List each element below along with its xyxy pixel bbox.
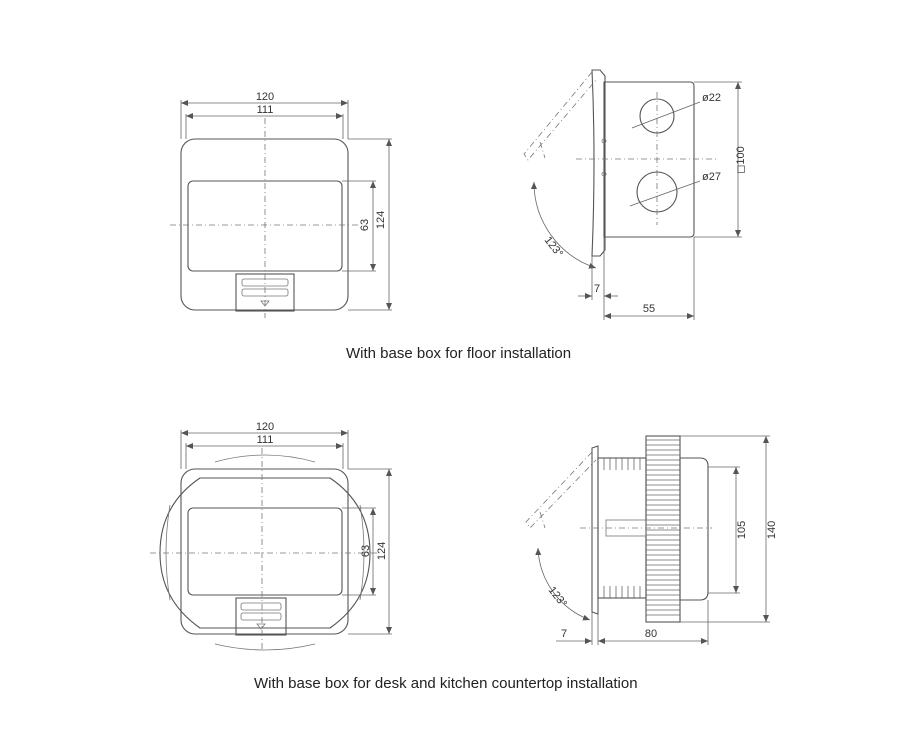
desk-side-dim-140: 140 [766,521,778,539]
floor-side-dim-55: 55 [643,303,655,315]
floor-side-flange [591,69,606,257]
desk-side-dim-105: 105 [736,521,748,539]
desk-front-view: 120 111 63 124 [150,421,392,651]
desk-side-view: 123° 105 140 7 80 [525,435,778,645]
floor-front-housing [180,138,349,311]
desk-side-dim-80: 80 [645,628,657,640]
caption-desk-installation: With base box for desk and kitchen count… [254,675,638,692]
desk-front-latch [235,597,287,636]
desk-front-dim-120: 120 [256,421,274,433]
floor-side-box [603,81,695,238]
floor-front-view: 120 111 63 124 [170,91,392,318]
floor-side-dim-d27: ø27 [702,171,721,183]
desk-side-dim-7: 7 [561,628,567,640]
floor-side-dim-7: 7 [594,283,600,295]
desk-front-dim-124: 124 [376,542,388,560]
floor-front-dim-120: 120 [256,91,274,103]
desk-front-dim-111: 111 [257,434,274,446]
desk-front-dim-63: 63 [360,545,372,557]
floor-side-dim-100: ◻100 [735,146,747,173]
desk-front-ring [159,477,371,629]
floor-front-dim-124: 124 [375,211,387,229]
caption-floor-installation: With base box for floor installation [346,345,572,362]
floor-side-dim-d22: ø22 [702,92,721,104]
desk-front-lid-window [187,507,343,596]
desk-front-arrow-icon [256,623,266,630]
desk-front-housing [180,468,349,635]
desk-side-threaded-ring [645,435,681,623]
floor-front-dim-111: 111 [257,104,274,116]
floor-side-angle: 123° [542,234,565,259]
desk-side-ribs [603,439,680,616]
desk-side-flange [591,445,599,615]
desk-side-back-cap [679,457,709,601]
floor-front-dim-63: 63 [359,219,371,231]
desk-side-open-lid [525,451,597,529]
floor-side-view: ø22 ø27 123° ◻100 7 55 [523,69,747,320]
floor-side-open-lid [523,71,597,161]
